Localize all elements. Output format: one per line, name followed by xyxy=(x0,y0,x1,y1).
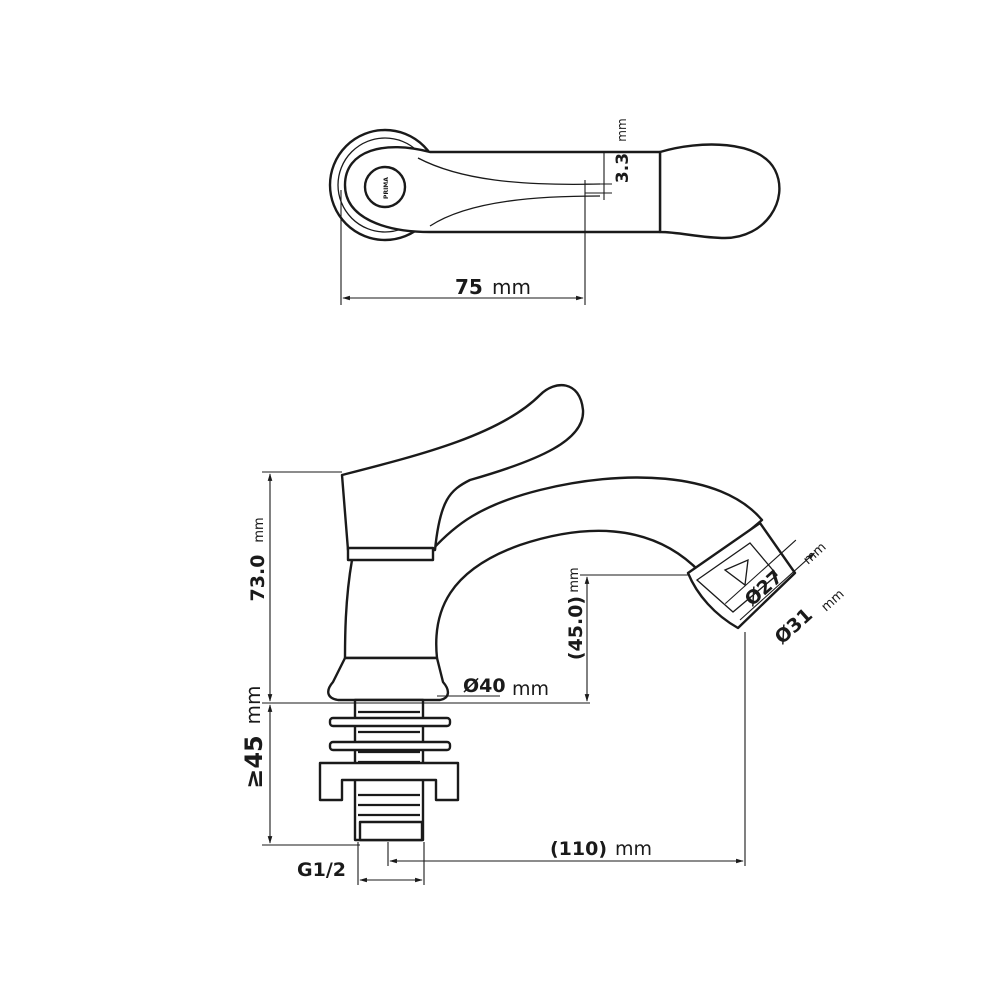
side-view-handle-collar xyxy=(346,546,435,562)
top-view-offset-unit: mm xyxy=(615,118,629,141)
shank-value: ≥45 xyxy=(240,735,268,789)
side-view-base-flange xyxy=(327,656,450,702)
shank-unit: mm xyxy=(241,686,265,725)
aerator-outer-value: Ø31 xyxy=(771,604,817,649)
height-value: 73.0 xyxy=(247,555,269,602)
side-view-handle xyxy=(340,384,585,552)
side-view-aerator xyxy=(686,521,797,630)
side-view-lock-nut xyxy=(318,761,460,802)
reach-value: (110) xyxy=(550,838,607,860)
top-view-handle-tip xyxy=(658,143,781,240)
top-view: PRIMA 75 mm 3.3 mm xyxy=(328,118,781,305)
top-view-logo-cap xyxy=(363,165,407,209)
side-view-washer-lower xyxy=(328,740,452,752)
aerator-dimensions xyxy=(724,539,815,621)
base-diameter-value: Ø40 xyxy=(463,675,506,697)
top-view-width-unit: mm xyxy=(492,275,531,299)
height-unit: mm xyxy=(252,517,267,542)
reach-unit: mm xyxy=(615,838,652,860)
aerator-inner-unit: mm xyxy=(801,540,830,568)
spout-height-unit: mm xyxy=(567,567,582,592)
side-view-thread-end xyxy=(358,820,424,842)
aerator-outer-unit: mm xyxy=(819,587,848,615)
top-view-handle-body xyxy=(343,145,662,234)
top-view-handle-bevel xyxy=(417,157,601,227)
top-view-offset-value: 3.3 xyxy=(613,153,633,183)
side-view-washer-upper xyxy=(328,716,452,728)
side-view: 73.0 mm ≥45 mm (45.0) mm Ø40 mm (110) mm… xyxy=(240,384,848,885)
base-diameter-unit: mm xyxy=(512,678,549,700)
thread-value: G1/2 xyxy=(297,859,346,881)
side-view-aerator-inner xyxy=(695,542,778,613)
top-view-width-value: 75 xyxy=(455,275,483,299)
top-view-logo-text: PRIMA xyxy=(383,177,390,199)
spout-height-value: (45.0) xyxy=(565,596,587,660)
